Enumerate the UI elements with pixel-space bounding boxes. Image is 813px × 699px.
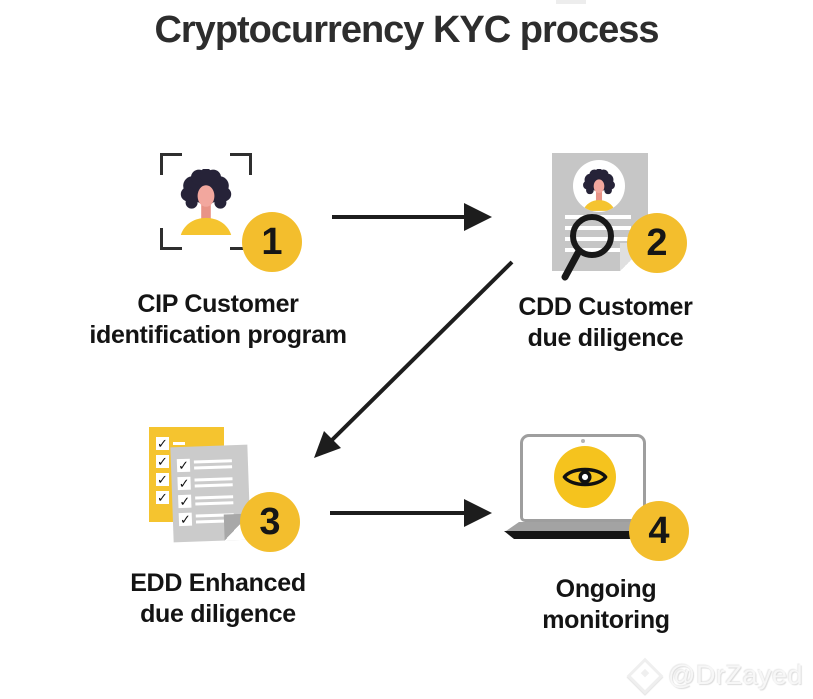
frame-corner-top-left (160, 153, 182, 175)
frame-corner-top-right (230, 153, 252, 175)
step-label-line: identification program (89, 321, 347, 349)
checkmark-icon: ✓ (178, 511, 193, 528)
person-avatar-icon (180, 169, 232, 235)
checklist-lines (193, 459, 233, 470)
checklist-row: ✓ (156, 437, 185, 450)
step-label-line: CDD Customer (518, 293, 693, 321)
document-text-line (565, 237, 631, 241)
watermark: @DrZayed (626, 657, 803, 694)
step-label-line: Ongoing (555, 575, 657, 603)
step-label-ongoing: Ongoing monitoring (486, 574, 726, 636)
watermark-handle: @DrZayed (668, 660, 803, 690)
step-label-cdd: CDD Customer due diligence (478, 292, 733, 354)
step-label-line: EDD Enhanced (130, 569, 306, 597)
checkmark-icon: ✓ (156, 454, 169, 469)
diamond-logo-icon (626, 657, 664, 694)
checklist-line (173, 442, 185, 445)
checkmark-icon: ✓ (176, 457, 191, 474)
arrow-step3-to-step4 (330, 499, 492, 527)
step-label-cip: CIP Customer identification program (38, 289, 398, 351)
checklist-row: ✓ (176, 457, 233, 474)
document-photo (573, 160, 625, 212)
step-label-line: due diligence (140, 600, 296, 628)
step-number-badge-2: 2 (627, 213, 687, 273)
eye-icon (562, 467, 608, 487)
checkmark-icon: ✓ (156, 472, 169, 487)
checklist-lines (195, 495, 234, 506)
document-text-line (565, 248, 631, 252)
step-number-badge-4: 4 (629, 501, 689, 561)
arrow-step1-to-step2 (332, 203, 492, 231)
checklist-gray-icon: ✓ ✓ ✓ ✓ (170, 444, 251, 543)
step-number-badge-1: 1 (242, 212, 302, 272)
checkmark-icon: ✓ (177, 475, 191, 492)
step-label-line: monitoring (542, 606, 670, 634)
checkmark-icon: ✓ (156, 490, 169, 505)
checkmark-icon: ✓ (178, 493, 192, 510)
step-label-line: due diligence (527, 324, 684, 352)
arrow-step2-to-step3 (314, 260, 514, 458)
magnifying-glass-icon (561, 214, 614, 281)
top-edge-mark (556, 0, 586, 4)
person-avatar-icon (583, 169, 615, 211)
checklist-lines (194, 477, 233, 488)
page-title: Cryptocurrency KYC process (154, 9, 659, 51)
monitoring-eye-badge (554, 446, 616, 508)
document-text-line (565, 226, 631, 230)
step-label-line: CIP Customer (137, 290, 299, 318)
checklist-row: ✓ (178, 493, 234, 510)
checklist-row: ✓ (177, 475, 233, 492)
checkmark-icon: ✓ (156, 436, 169, 451)
webcam-dot (581, 439, 585, 443)
step-number-badge-3: 3 (240, 492, 300, 552)
frame-corner-bottom-left (160, 228, 182, 250)
step-label-edd: EDD Enhanced due diligence (68, 568, 368, 630)
